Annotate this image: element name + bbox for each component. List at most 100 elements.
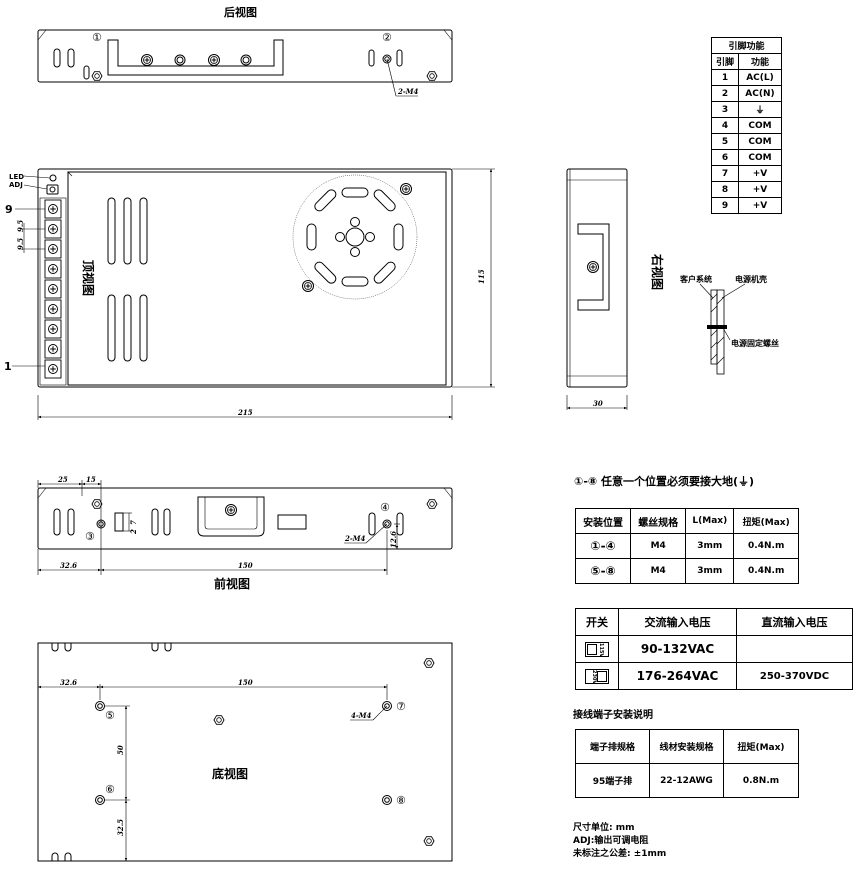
label-pin-9: 9	[5, 203, 13, 216]
mount-position-cell: ⑤-⑧	[574, 558, 632, 584]
pin-cell: 7	[711, 165, 739, 182]
dim-30: 30	[593, 399, 603, 408]
pin-table-title: 引脚功能	[711, 37, 782, 54]
pin-cell: 1	[711, 69, 739, 86]
marker-6: ⑥	[105, 783, 115, 796]
bottom-view-title: 底视图	[212, 766, 248, 781]
pin-table-header-pin: 引脚	[711, 53, 739, 70]
dim-150-bottom: 150	[238, 678, 253, 687]
label-customer-system: 客户系统	[679, 274, 712, 284]
mount-header-length: L(Max)	[685, 508, 735, 534]
switch-115v-label: 115V	[598, 642, 604, 657]
label-fixing-screw: 电源固定螺丝	[731, 338, 779, 348]
marker-3-front: ③	[85, 530, 95, 543]
function-cell: +V	[737, 165, 783, 182]
pin-cell: 6	[711, 149, 739, 166]
dim-25: 25	[57, 475, 68, 484]
rear-view	[37, 29, 453, 97]
right-view-title: 右视图	[650, 253, 665, 290]
mount-length-cell: 3mm	[685, 558, 735, 584]
switch-230v-icon: 230V	[585, 668, 609, 684]
switch-cell-115v: 115V	[575, 635, 619, 663]
ac-range-cell: 90-132VAC	[618, 635, 737, 663]
mounting-table: 安装位置 螺丝规格 L(Max) 扭矩(Max) ①-④ M4 3mm 0.4N…	[574, 508, 799, 584]
function-cell: COM	[737, 133, 783, 150]
mount-screw-cell: M4	[630, 533, 687, 559]
dim-4-m4: 4-M4	[351, 711, 372, 720]
dim-pitch-a: 9.5	[16, 220, 25, 232]
mount-torque-cell: 0.4N.m	[733, 533, 799, 559]
note-tolerance: 未标注之公差: ±1mm	[573, 849, 667, 859]
dc-range-cell	[736, 635, 853, 663]
dim-15: 15	[86, 475, 96, 484]
dim-115: 115	[477, 269, 486, 284]
dim-2-m4-rear: 2-M4	[397, 87, 419, 96]
bottom-view	[37, 642, 453, 862]
dim-2: 2	[129, 529, 138, 535]
dim-2-m4-front: 2-M4	[344, 534, 366, 543]
ac-header: 交流输入电压	[618, 608, 737, 636]
label-psu-shell: 电源机壳	[735, 274, 767, 284]
front-view-title: 前视图	[214, 576, 250, 591]
function-cell: +V	[737, 181, 783, 198]
top-view-title: 顶视图	[81, 260, 96, 296]
switch-cell-230v: 230V	[575, 662, 619, 690]
switch-table: 开关 交流输入电压 直流输入电压 115V 90-132VAC 230V 176…	[575, 608, 853, 690]
dim-7: 7	[129, 520, 138, 525]
function-cell: COM	[737, 149, 783, 166]
marker-1-rear: ①	[92, 31, 102, 44]
pin-cell: 2	[711, 85, 739, 102]
terminal-torque-cell: 0.8N.m	[723, 763, 799, 798]
front-view	[37, 480, 453, 575]
terminal-header-torque: 扭矩(Max)	[723, 729, 799, 764]
dim-50: 50	[116, 745, 125, 755]
terminal-wire-cell: 22-12AWG	[649, 763, 724, 798]
pin-cell: 3	[711, 101, 739, 118]
mount-torque-cell: 0.4N.m	[733, 558, 799, 584]
label-pin-1: 1	[4, 360, 12, 373]
dim-215: 215	[237, 408, 253, 417]
dim-32-6-bottom: 32.6	[60, 678, 77, 687]
function-cell: ⏚	[737, 101, 783, 118]
mount-header-torque: 扭矩(Max)	[733, 508, 799, 534]
marker-4-front: ④	[380, 501, 390, 514]
label-adj: ADJ	[9, 181, 23, 189]
terminal-header-wire: 线材安装规格	[649, 729, 724, 764]
switch-header: 开关	[575, 608, 619, 636]
mount-screw-cell: M4	[630, 558, 687, 584]
terminal-spec-cell: 95端子排	[575, 763, 650, 798]
pin-table-header-function: 功能	[737, 53, 783, 70]
dim-150-front: 150	[238, 561, 253, 570]
function-cell: +V	[737, 197, 783, 214]
function-cell: AC(L)	[737, 69, 783, 86]
dim-32-6-front: 32.6	[60, 561, 77, 570]
terminal-table: 端子排规格 线材安装规格 扭矩(Max) 95端子排 22-12AWG 0.8N…	[575, 729, 799, 798]
mount-header-position: 安装位置	[574, 508, 632, 534]
marker-5: ⑤	[105, 709, 115, 722]
switch-230v-label: 230V	[591, 669, 597, 684]
dc-range-cell: 250-370VDC	[736, 662, 853, 690]
right-view	[566, 168, 746, 410]
label-led: LED	[9, 173, 24, 181]
rear-view-title: 后视图	[224, 5, 257, 19]
note-adj: ADJ:输出可调电阻	[573, 836, 649, 846]
function-cell: AC(N)	[737, 85, 783, 102]
pin-cell: 8	[711, 181, 739, 198]
marker-7: ⑦	[396, 700, 406, 713]
mount-length-cell: 3mm	[685, 533, 735, 559]
pin-cell: 4	[711, 117, 739, 134]
dc-header: 直流输入电压	[736, 608, 853, 636]
terminal-title: 接线端子安装说明	[573, 710, 653, 721]
ground-note: ①-⑧ 任意一个位置必须要接大地(⏚)	[574, 475, 755, 488]
dim-12-6: 12.6	[389, 531, 398, 548]
pin-cell: 5	[711, 133, 739, 150]
ac-range-cell: 176-264VAC	[618, 662, 737, 690]
mount-position-cell: ①-④	[574, 533, 632, 559]
top-view	[12, 168, 495, 420]
switch-115v-icon: 115V	[585, 641, 609, 657]
pin-cell: 9	[711, 197, 739, 214]
dim-32-5: 32.5	[116, 819, 125, 836]
dim-pitch-b: 9.5	[16, 238, 25, 250]
